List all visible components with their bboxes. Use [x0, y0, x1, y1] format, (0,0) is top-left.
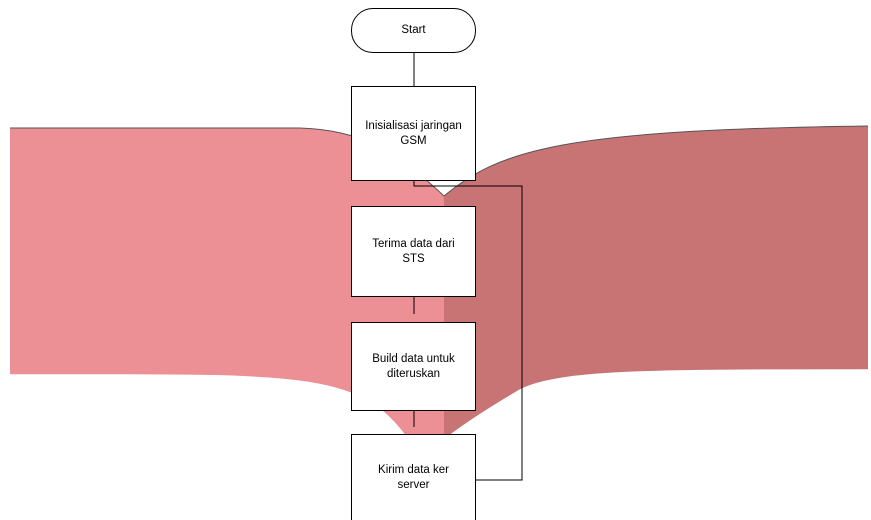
start-terminal: Start	[351, 8, 476, 53]
ribbon-left-wing	[10, 128, 444, 440]
step-build-data: Build data untuk diteruskan	[351, 322, 476, 411]
step-send-server: Kirim data ker server	[351, 434, 476, 520]
step-init-gsm: Inisialisasi jaringan GSM	[351, 86, 476, 181]
ribbon-right-wing	[444, 126, 868, 440]
step-receive-sts: Terima data dari STS	[351, 206, 476, 297]
